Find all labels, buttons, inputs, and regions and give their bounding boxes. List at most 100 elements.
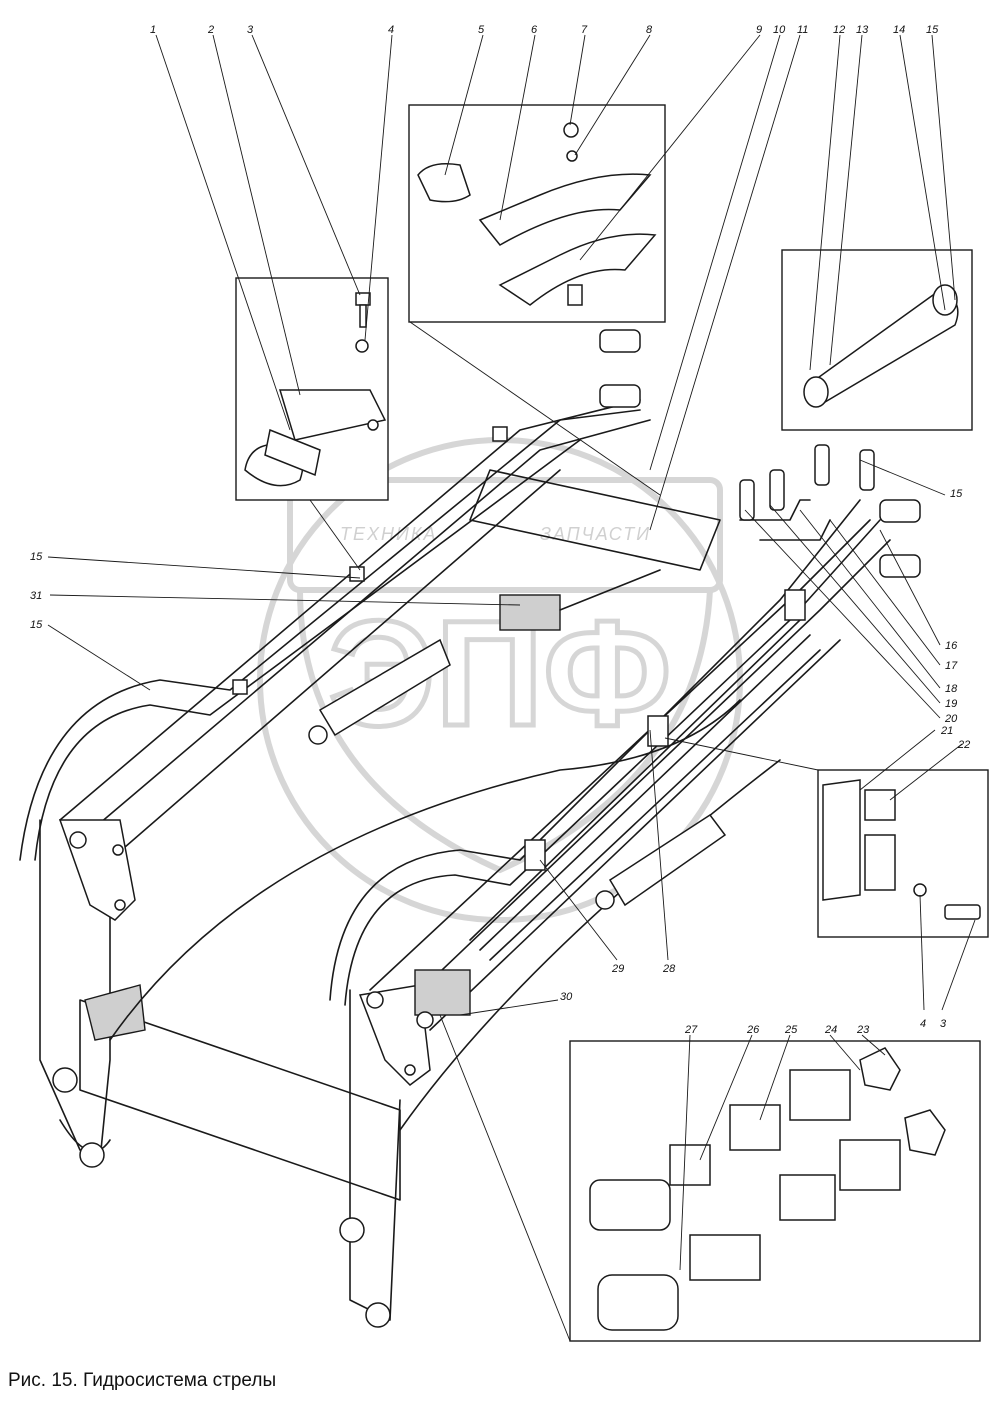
leader-couplings <box>439 1014 571 1342</box>
valve-block <box>499 594 561 631</box>
leader-15-lower <box>47 624 151 691</box>
inset-clamp <box>235 277 389 501</box>
right-cylinder-eye <box>595 890 615 910</box>
fitting-line-2 <box>759 519 831 541</box>
bottom-bracket <box>84 984 146 1041</box>
callout-bottom-26: 26 <box>746 1024 760 1036</box>
hydraulic-lines <box>19 329 921 1029</box>
lower-valve-cluster <box>414 969 471 1016</box>
left-arm-rail-lower <box>79 419 651 841</box>
coupling-2 <box>769 469 785 511</box>
coupling-nut-2 <box>779 1174 836 1221</box>
leader-26 <box>699 1034 753 1161</box>
inset-gasket <box>817 769 989 938</box>
callout-top-15: 15 <box>926 24 939 36</box>
leader-11 <box>649 34 801 531</box>
callout-top-12: 12 <box>833 24 845 36</box>
line-clamp-4 <box>784 589 806 621</box>
line-clamp-6 <box>524 839 546 871</box>
callout-right-15: 15 <box>950 488 963 500</box>
callout-top-11: 11 <box>797 24 808 36</box>
callout-right-17: 17 <box>945 660 958 672</box>
right-leg-pivot-lower <box>365 1302 391 1328</box>
bottom-cross-beam <box>79 999 401 1201</box>
right-mount-plate <box>358 984 431 1086</box>
line-right-5 <box>489 649 821 961</box>
callout-top-4: 4 <box>388 24 394 36</box>
line-right-4 <box>479 634 811 951</box>
leader-17 <box>829 519 941 666</box>
watermark-right-text: ЗАПЧАСТИ <box>540 524 651 544</box>
callout-top-6: 6 <box>531 24 538 36</box>
gasket-pad-bottom <box>864 834 896 891</box>
coupling-hexnut-2 <box>904 1109 946 1156</box>
sleeve-end-right <box>932 284 958 316</box>
leader-lines <box>47 34 976 1342</box>
leader-7 <box>569 34 586 126</box>
left-plate-bolt-3 <box>114 899 126 911</box>
leader-18 <box>799 509 941 689</box>
leader-14 <box>899 34 946 311</box>
leader-22 <box>889 743 963 801</box>
leader-1 <box>155 34 291 431</box>
leader-15-left <box>47 556 361 579</box>
coupling-female <box>597 1274 679 1331</box>
left-leg-pivot-upper <box>52 1067 78 1093</box>
clamp-saddle <box>278 389 387 441</box>
coupling-hexnut-1 <box>859 1047 901 1091</box>
coupling-1 <box>739 479 755 521</box>
left-plate-bolt-2 <box>112 844 124 856</box>
leader-27 <box>679 1034 691 1271</box>
callout-bottom-23: 23 <box>856 1024 870 1036</box>
inset-plates <box>408 104 666 323</box>
left-arm-rail-upper <box>59 399 641 821</box>
callout-top-2: 2 <box>207 24 214 36</box>
callout-bottom-24: 24 <box>824 1024 837 1036</box>
clamp-bolt-shank <box>359 304 367 328</box>
left-plate-bolt-1 <box>69 831 87 849</box>
leader-3-right <box>941 919 976 1011</box>
callout-right-16: 16 <box>945 640 958 652</box>
callout-top-3: 3 <box>247 24 254 36</box>
right-arm-rail-lower <box>399 539 891 1011</box>
end-fitting-1 <box>599 329 641 353</box>
leader-3 <box>251 34 361 296</box>
leader-23 <box>861 1034 886 1056</box>
left-lift-cylinder <box>318 638 451 737</box>
right-leg-pivot-upper <box>339 1217 365 1243</box>
leader-30 <box>459 999 559 1016</box>
right-plate-bolt-2 <box>404 1064 416 1076</box>
leader-21 <box>859 729 936 791</box>
leader-19 <box>769 504 941 704</box>
callout-right-22: 22 <box>957 739 970 751</box>
leader-13 <box>829 34 863 366</box>
plate-nut <box>563 122 579 138</box>
leader-20 <box>744 509 941 719</box>
leader-15-top <box>931 34 956 301</box>
right-lift-cylinder <box>608 813 727 907</box>
lower-plate <box>498 233 657 306</box>
callout-left-15-b: 15 <box>30 619 43 631</box>
line-clamp-5 <box>647 715 669 747</box>
hose-right-1 <box>329 499 861 1001</box>
coupling-4 <box>859 449 875 491</box>
leader-9 <box>579 34 761 261</box>
leader-8 <box>574 34 651 156</box>
callout-top-9: 9 <box>756 24 762 36</box>
callout-right-18: 18 <box>945 683 958 695</box>
plate-bolt <box>567 284 583 306</box>
left-leg-pivot-lower <box>79 1142 105 1168</box>
clamp-washer <box>355 339 369 353</box>
callout-top-14: 14 <box>893 24 905 36</box>
callout-numbers: 1 2 3 4 5 6 7 8 9 10 11 12 13 14 15 15 3… <box>30 24 970 1036</box>
leader-15-right <box>859 459 946 496</box>
callout-top-1: 1 <box>150 24 156 36</box>
lower-valve-port <box>416 1011 434 1029</box>
coupling-3 <box>814 444 830 486</box>
hose-left-2 <box>34 439 581 861</box>
clamp-body <box>264 428 321 477</box>
callout-bottom-25: 25 <box>784 1024 798 1036</box>
fitting-line-1 <box>739 499 811 521</box>
hose-right-2 <box>344 519 881 1006</box>
